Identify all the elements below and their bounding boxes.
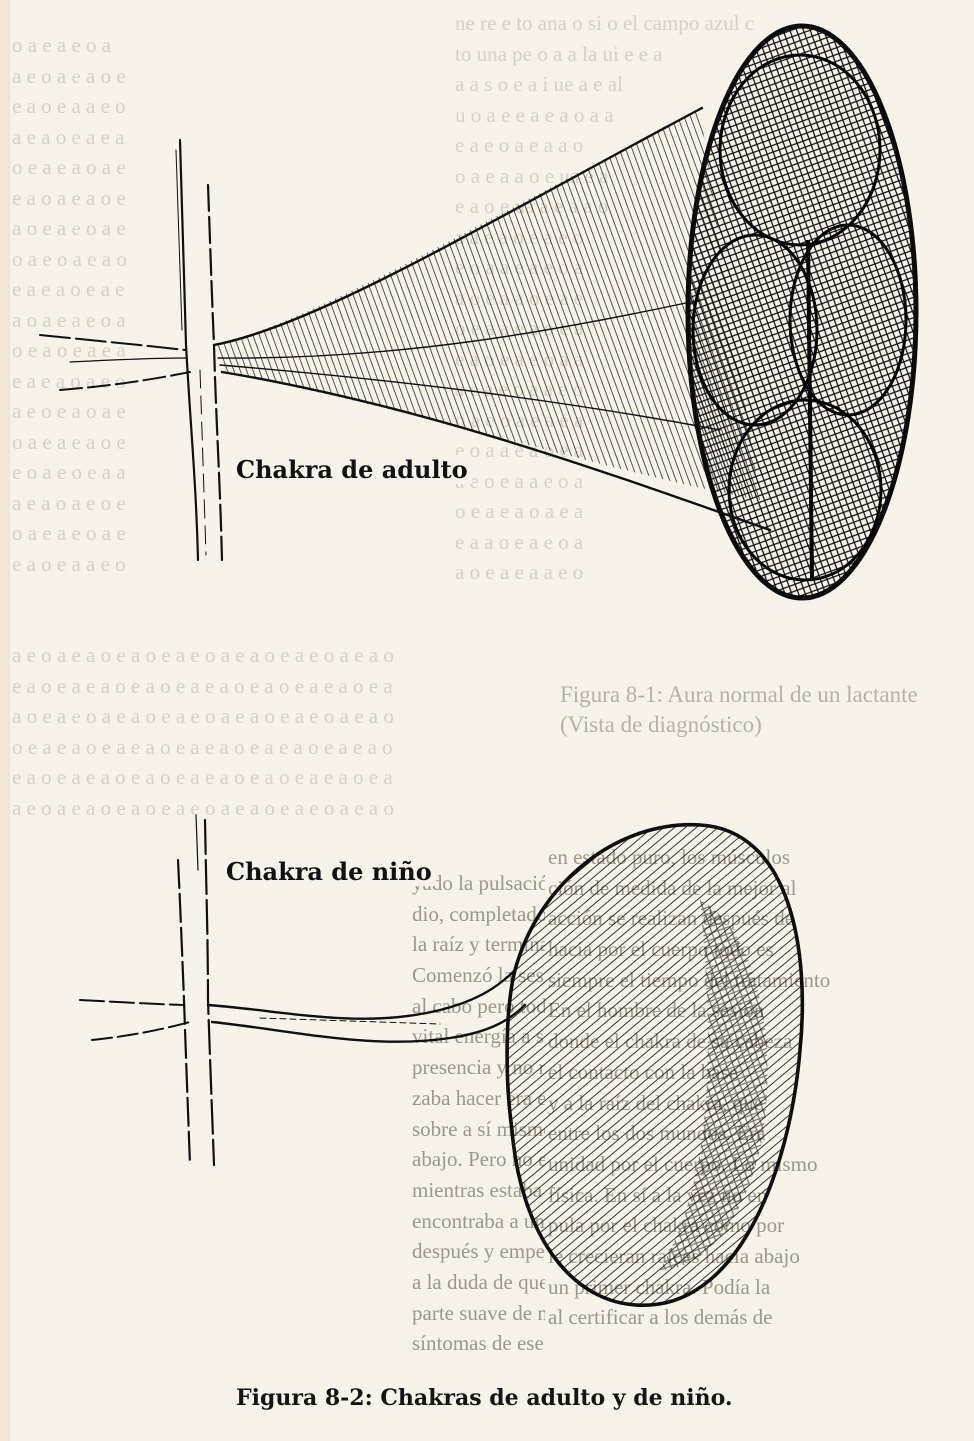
child-horizontal-channel: [80, 1000, 190, 1040]
adult-horizontal-channel: [40, 335, 190, 390]
child-stem: [208, 970, 525, 1042]
figure-caption: Figura 8-2: Chakras de adulto y de niño.: [232, 1385, 737, 1411]
child-chakra-label: Chakra de niño: [222, 857, 436, 886]
adult-chakra: [40, 26, 916, 598]
adult-chakra-label: Chakra de adulto: [232, 455, 472, 484]
child-chakra: [80, 815, 802, 1305]
child-spine: [178, 815, 214, 1165]
adult-chakra-flower: [688, 26, 916, 598]
